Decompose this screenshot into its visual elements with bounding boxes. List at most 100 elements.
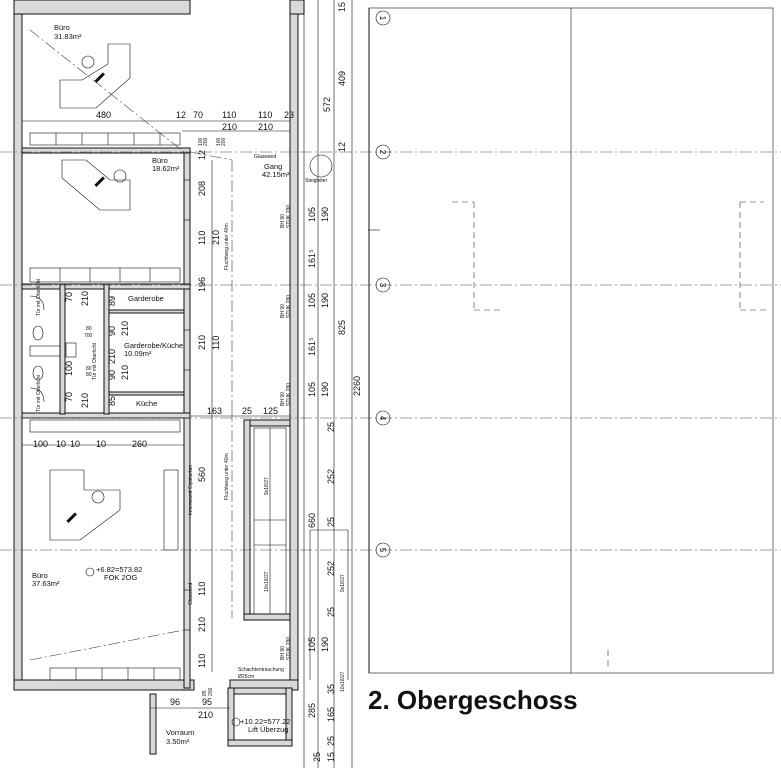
dim-row-10b: 10 bbox=[70, 439, 80, 449]
room-name-buero-1: Büro bbox=[54, 23, 70, 32]
dim-v-110a: 110 bbox=[197, 231, 207, 245]
bh-sub-label-4: STUK 280 bbox=[286, 637, 292, 660]
level-sub-label-2: Lift Überzug bbox=[248, 725, 288, 734]
dim-r-105b: 105 bbox=[307, 293, 317, 308]
dim-mid-163: 163 bbox=[207, 406, 222, 416]
dim-g-210e: 210 bbox=[80, 393, 90, 408]
dim-v-110b: 110 bbox=[211, 336, 221, 350]
dim-r-165: 165 bbox=[326, 707, 336, 722]
dim-row-10c: 10 bbox=[96, 439, 106, 449]
bh-sub-label-3: STUK 280 bbox=[286, 383, 292, 406]
dim-v-560: 560 bbox=[197, 467, 207, 482]
innenwand-label: Innenwand Gipskarton bbox=[188, 465, 194, 515]
room-area-garderobe-kueche: 10.09m² bbox=[124, 349, 152, 358]
dim-r-190a: 190 bbox=[320, 207, 330, 222]
dim-door-100a: 100 bbox=[198, 137, 204, 146]
annotations: Glaswand Steigleiter Fluchtweg unter 40m… bbox=[36, 154, 346, 734]
dim-top-480: 480 bbox=[96, 110, 111, 120]
dim-b-210: 210 bbox=[198, 710, 213, 720]
dim-r-190d: 190 bbox=[320, 637, 330, 652]
grid-label-1: 1 bbox=[378, 16, 387, 21]
dim-top-70: 70 bbox=[193, 110, 203, 120]
dim-g-210b: 210 bbox=[107, 349, 117, 364]
fluchtweg-label-2: Fluchtweg unter 40m bbox=[224, 453, 230, 500]
cabinets bbox=[29, 132, 191, 681]
dim-v-210a: 210 bbox=[211, 230, 221, 245]
dim-v-110d: 110 bbox=[197, 654, 207, 668]
room-area-vorraum: 3.50m² bbox=[166, 737, 190, 746]
grid-label-3: 3 bbox=[378, 283, 387, 288]
dim-r-161a: 161⁵ bbox=[307, 249, 317, 268]
dim-r-25c: 25 bbox=[326, 607, 336, 617]
stairs-label-3: 9x18/27 bbox=[340, 574, 346, 592]
door-label-3: Tür mit Oberlicht bbox=[36, 374, 42, 412]
bh-label-2: BH 90 bbox=[280, 304, 286, 318]
dim-r-105c: 105 bbox=[307, 382, 317, 397]
door-label-2: Tür mit Oberlicht bbox=[92, 342, 98, 380]
glaswand-label: Glaswand bbox=[254, 154, 276, 160]
level-label-1: +6.82=573.82 bbox=[96, 565, 142, 574]
dim-g-85: 85 bbox=[107, 396, 117, 406]
dim-r-15: 15 bbox=[337, 2, 347, 12]
outer-walls bbox=[13, 0, 305, 755]
dim-row-260: 260 bbox=[132, 439, 147, 449]
bh-sub-label-1: STUK 280 bbox=[286, 205, 292, 228]
room-labels: Büro 31.83m² Büro 18.62m² Gang 42.15m² G… bbox=[32, 23, 290, 746]
room-name-kueche: Küche bbox=[136, 399, 157, 408]
dim-g-90a: 90 bbox=[107, 326, 117, 336]
dim-row-100: 100 bbox=[33, 439, 48, 449]
dim-r-25b: 25 bbox=[326, 517, 336, 527]
room-area-buero-3: 37.63m² bbox=[32, 579, 60, 588]
dim-top-23: 23 bbox=[284, 110, 294, 120]
stairs bbox=[253, 427, 349, 680]
steigleiter-label: Steigleiter bbox=[305, 178, 328, 184]
bh-label-4: BH 90 bbox=[280, 646, 286, 660]
dim-r-825: 825 bbox=[337, 320, 347, 335]
fluchtweg-label-1: Fluchtweg unter 40m bbox=[224, 223, 230, 270]
wc-fixtures bbox=[29, 295, 77, 403]
dim-v-208: 208 bbox=[197, 181, 207, 196]
dim-r-12: 12 bbox=[337, 142, 347, 152]
dim-g-210c: 210 bbox=[120, 365, 130, 380]
dim-b-95: 95 bbox=[202, 697, 212, 707]
stairs-label-2: 10x18/27 bbox=[264, 571, 270, 592]
dim-top-110a: 110 bbox=[222, 110, 236, 120]
dim-b-85: 85 bbox=[202, 690, 208, 696]
dim-r-2260: 2260 bbox=[352, 376, 362, 396]
dim-g-80b: 80 bbox=[86, 366, 92, 372]
room-area-buero-2: 18.62m² bbox=[152, 164, 180, 173]
dim-mid-125: 125 bbox=[263, 406, 278, 416]
dim-top-210a: 210 bbox=[222, 122, 237, 132]
dim-g-90b: 90 bbox=[107, 370, 117, 380]
dim-r-572: 572 bbox=[322, 97, 332, 112]
dim-row-10a: 10 bbox=[56, 439, 66, 449]
dim-r-285: 285 bbox=[307, 703, 317, 718]
dim-b-96: 96 bbox=[170, 697, 180, 707]
dim-door-200b: 200 bbox=[221, 137, 227, 146]
grid-bubbles: 1 2 3 4 5 bbox=[375, 10, 391, 558]
bh-label-1: BH 90 bbox=[280, 214, 286, 228]
dim-r-15b: 15 bbox=[326, 752, 336, 762]
bh-sub-label-2: STUK 280 bbox=[286, 295, 292, 318]
room-area-gang: 42.15m² bbox=[262, 170, 290, 179]
dim-r-105a: 105 bbox=[307, 207, 317, 222]
dimension-texts: 480 12 70 110 110 23 210 210 100 200 100… bbox=[33, 2, 362, 762]
dim-door-100b: 100 bbox=[216, 137, 222, 146]
dim-g-700: 700 bbox=[84, 333, 93, 339]
plan-title: 2. Obergeschoss bbox=[368, 685, 578, 715]
dim-r-252b: 252 bbox=[326, 561, 336, 576]
dim-door-200a: 200 bbox=[203, 137, 209, 146]
room-name-garderobe-kueche: Garderobe/Küche bbox=[124, 341, 183, 350]
dim-v-110c: 110 bbox=[197, 582, 207, 596]
dim-v-210b: 210 bbox=[197, 335, 207, 350]
room-name-vorraum: Vorraum bbox=[166, 728, 194, 737]
stairs-label-4: 10x18/27 bbox=[340, 671, 346, 692]
dim-g-80c: 80 bbox=[86, 372, 92, 378]
dim-r-35: 35 bbox=[326, 684, 336, 694]
dim-r-660: 660 bbox=[307, 513, 317, 528]
room-name-buero-3: Büro bbox=[32, 571, 48, 580]
steigleiter-hatch bbox=[309, 154, 333, 178]
dim-top-210b: 210 bbox=[258, 122, 273, 132]
dim-r-105d: 105 bbox=[307, 637, 317, 652]
glaswand-bottom-label: Glaswand bbox=[188, 583, 194, 605]
